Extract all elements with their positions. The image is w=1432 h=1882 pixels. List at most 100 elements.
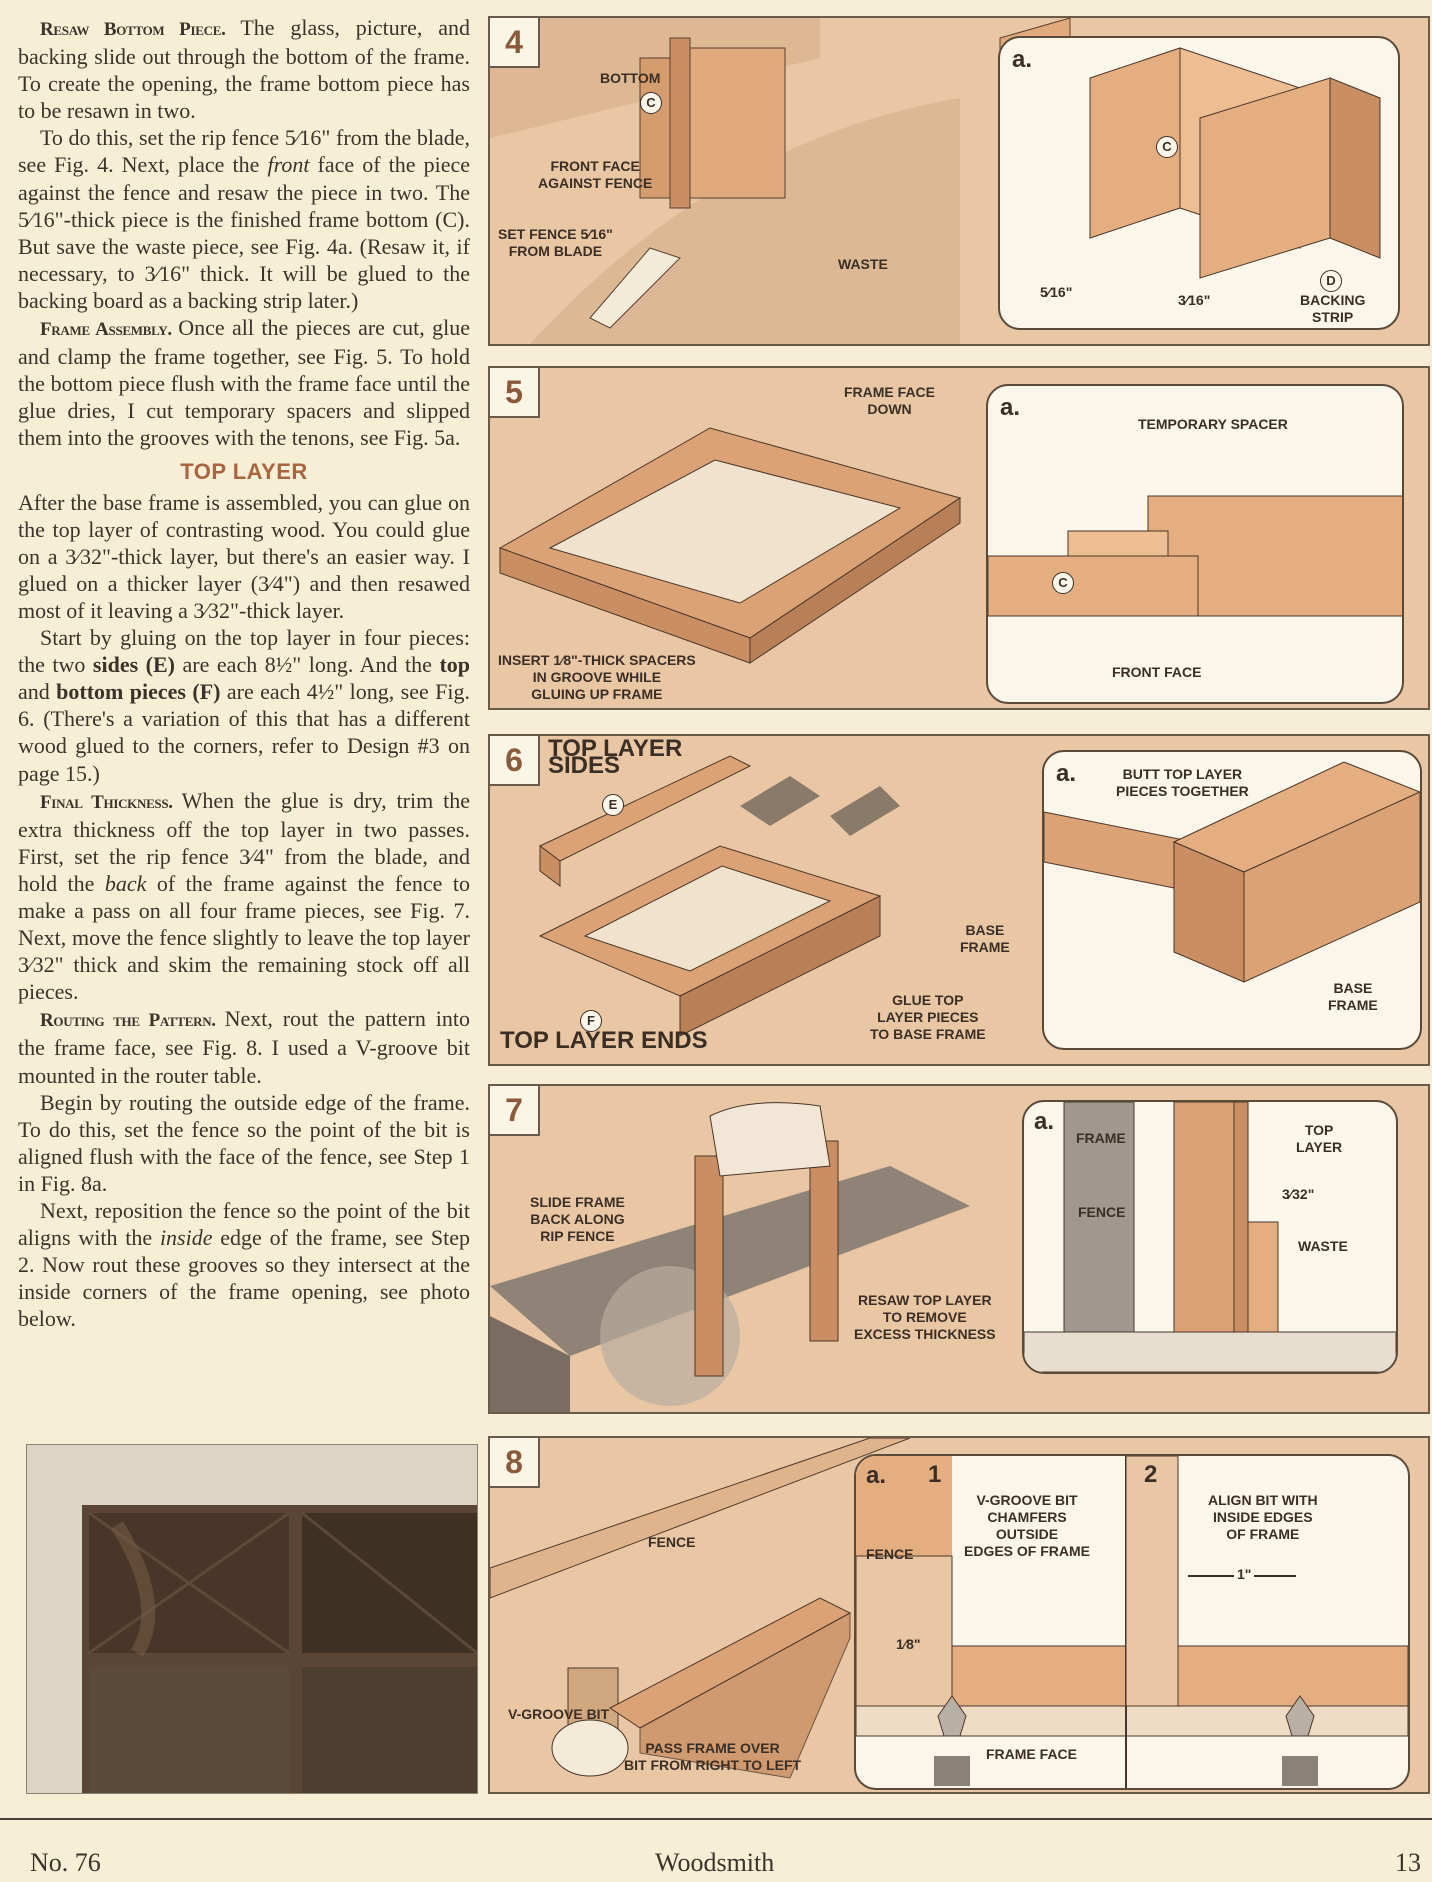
fig7a-label-a: a. <box>1034 1108 1055 1135</box>
fig4a-dim-5-16: 5⁄16" <box>1040 284 1073 300</box>
fig4-label-set-fence: SET FENCE 5⁄16" FROM BLADE <box>498 226 613 259</box>
fig7a-label-frame: FRAME <box>1076 1130 1126 1146</box>
fig8a-step-1: 1 <box>928 1461 942 1488</box>
fig8-label-pass-frame: PASS FRAME OVER BIT FROM RIGHT TO LEFT <box>624 1740 802 1773</box>
text-run: Start by gluing on the top layer in four… <box>18 625 470 678</box>
fig6a-inset: a. BUTT TOP LAYER PIECES TOGETHER BASE F… <box>1042 750 1422 1050</box>
fig4a-part-d: D <box>1320 270 1342 292</box>
paragraph-inside-edge: Next, reposition the fence so the point … <box>18 1197 470 1332</box>
fig8a-dim-1-inch: 1" <box>1234 1566 1255 1583</box>
fig6a-illustration <box>1044 761 1420 983</box>
fig7a-label-top-layer: TOP LAYER <box>1296 1122 1343 1155</box>
fig8a-dim-1-8: 1⁄8" <box>896 1636 921 1652</box>
text-run: When the glue is dry, trim the extra thi… <box>18 787 470 896</box>
fig4a-label-a: a. <box>1012 46 1033 73</box>
text-run: top <box>439 652 471 678</box>
fig4-label-waste: WASTE <box>838 256 888 272</box>
fig7a-label-fence: FENCE <box>1078 1204 1126 1220</box>
fig4-number: 4 <box>490 18 540 68</box>
paragraph-outside-edge: Begin by routing the outside edge of the… <box>18 1089 470 1197</box>
fig5a-label-a: a. <box>1000 394 1021 421</box>
fig7-label-resaw-top-layer: RESAW TOP LAYER TO REMOVE EXCESS THICKNE… <box>854 1292 996 1342</box>
run-in-heading: Final Thickness. <box>40 791 182 813</box>
fig5a-label-temporary-spacer: TEMPORARY SPACER <box>1138 416 1288 432</box>
text-run: are each 8½" long. And the <box>175 652 440 678</box>
footer-page-number: 13 <box>1395 1848 1421 1877</box>
text-run: edge of the frame, see Step 2. Now rout … <box>18 1225 471 1332</box>
text-run: Next, rout the pattern into the frame fa… <box>18 1006 470 1088</box>
fig4-label-front-face: FRONT FACE AGAINST FENCE <box>538 158 653 191</box>
fig6-label-top-layer-ends: TOP LAYER ENDS <box>500 1027 708 1054</box>
fig5-illustration <box>498 427 962 664</box>
fig6a-label-a: a. <box>1056 760 1077 787</box>
fig5a-illustration <box>988 495 1402 617</box>
fig8-label-v-groove-bit: V-GROOVE BIT <box>508 1706 610 1722</box>
fig7a-illustration <box>1024 1102 1396 1372</box>
fig5a-label-front-face: FRONT FACE <box>1112 664 1202 680</box>
run-in-heading: Frame Assembly. <box>40 319 179 341</box>
figure-7: 7 SLIDE FRAME BACK ALONG RIP FENCE RESAW… <box>488 1084 1430 1414</box>
fig4a-inset: a. C 5⁄16" 3⁄16" D BACKING STRIP <box>998 36 1400 330</box>
text-run: bottom pieces (F) <box>56 679 221 705</box>
fig7a-inset: a. FRAME FENCE TOP LAYER 3⁄32" WASTE <box>1022 1100 1398 1374</box>
paragraph-final-thickness: Final Thickness. When the glue is dry, t… <box>18 787 470 1006</box>
run-in-heading: Resaw Bottom Piece. <box>40 19 241 40</box>
text-run: The glass, picture, and backing slide ou… <box>18 15 470 124</box>
text-run: and <box>18 679 57 705</box>
text-run: front <box>267 152 310 178</box>
fig8a-inset: a. 1 FENCE V-GROOVE BIT CHAMFERS OUTSIDE… <box>854 1454 1410 1790</box>
fig5a-part-c: C <box>1052 572 1074 594</box>
fig6a-label-butt: BUTT TOP LAYER PIECES TOGETHER <box>1116 766 1249 799</box>
paragraph-routing-pattern: Routing the Pattern. Next, rout the patt… <box>18 1005 470 1088</box>
footer-magazine: Woodsmith <box>655 1848 775 1877</box>
fig6-part-f: F <box>580 1010 602 1032</box>
figure-8: 8 FENCE V-GROOVE BIT PASS FRAME OVER BIT… <box>488 1436 1430 1794</box>
fig6a-label-base-frame: BASE FRAME <box>1328 980 1378 1013</box>
fig7-illustration <box>490 1102 970 1412</box>
fig7a-label-waste: WASTE <box>1298 1238 1348 1254</box>
figure-6: 6 TOP LAYER SIDES E F TOP LAYER ENDS BAS… <box>488 734 1430 1066</box>
fig8-illustration <box>490 1438 911 1779</box>
fig7a-dim-3-32: 3⁄32" <box>1282 1186 1315 1202</box>
text-run: are each 4½" long, see Fig. 6. (There's … <box>18 679 471 786</box>
article-column: Resaw Bottom Piece. The glass, picture, … <box>18 14 470 1333</box>
text-run: sides (E) <box>92 652 176 678</box>
section-heading-top-layer: TOP LAYER <box>180 458 308 484</box>
fig4a-dim-3-16: 3⁄16" <box>1178 292 1211 308</box>
fig6-part-e: E <box>602 794 624 816</box>
paragraph-gluing-pieces: Start by gluing on the top layer in four… <box>18 624 470 787</box>
fig8a-illustration <box>856 1456 1408 1788</box>
paragraph-resaw-steps: To do this, set the rip fence 5⁄16" from… <box>18 124 470 314</box>
fig6-label-top-layer-sides: TOP LAYER SIDES <box>548 735 683 779</box>
photo-image <box>27 1445 477 1793</box>
fig5-number: 5 <box>490 368 540 418</box>
fig8a-label-fence: FENCE <box>866 1546 914 1562</box>
fig7-label-slide-frame: SLIDE FRAME BACK ALONG RIP FENCE <box>530 1194 625 1244</box>
figure-4: 4 BOTTOM C FRONT FACE AGAINST FENCE SET … <box>488 16 1430 346</box>
fig4a-part-c: C <box>1156 136 1178 158</box>
fig8a-label-a: a. <box>866 1462 887 1489</box>
fig4-label-bottom: BOTTOM <box>600 70 661 86</box>
footer-rule <box>0 1818 1432 1820</box>
text-run: of the frame against the fence to make a… <box>18 870 470 1005</box>
fig5-label-frame-face-down: FRAME FACE DOWN <box>844 384 935 417</box>
text-run: back <box>104 870 147 896</box>
paragraph-resaw-bottom: Resaw Bottom Piece. The glass, picture, … <box>18 14 470 124</box>
fig5-label-insert-spacers: INSERT 1⁄8"-THICK SPACERS IN GROOVE WHIL… <box>498 652 696 702</box>
fig8a-step-2: 2 <box>1144 1461 1158 1488</box>
fig8-number: 8 <box>490 1438 540 1488</box>
fig8-label-fence: FENCE <box>648 1534 696 1550</box>
fig4a-label-backing-strip: BACKING STRIP <box>1300 292 1366 325</box>
frame-corner-photo <box>26 1444 478 1794</box>
paragraph-frame-assembly: Frame Assembly. Once all the pieces are … <box>18 314 470 451</box>
text-run: Once all the pieces are cut, glue and cl… <box>18 315 470 451</box>
fig4a-illustration <box>1089 47 1381 279</box>
figure-5: 5 FRAME FACE DOWN INSERT 1⁄8"-THICK SPAC… <box>488 366 1430 710</box>
fig8a-label-frame-face: FRAME FACE <box>986 1746 1077 1762</box>
fig6-number: 6 <box>490 736 540 786</box>
fig7-number: 7 <box>490 1086 540 1136</box>
run-in-heading: Routing the Pattern. <box>40 1010 225 1032</box>
paragraph-top-layer-intro: After the base frame is assembled, you c… <box>18 489 470 624</box>
footer-issue: No. 76 <box>30 1848 101 1877</box>
text-run: face of the piece against the fence and … <box>18 152 470 313</box>
